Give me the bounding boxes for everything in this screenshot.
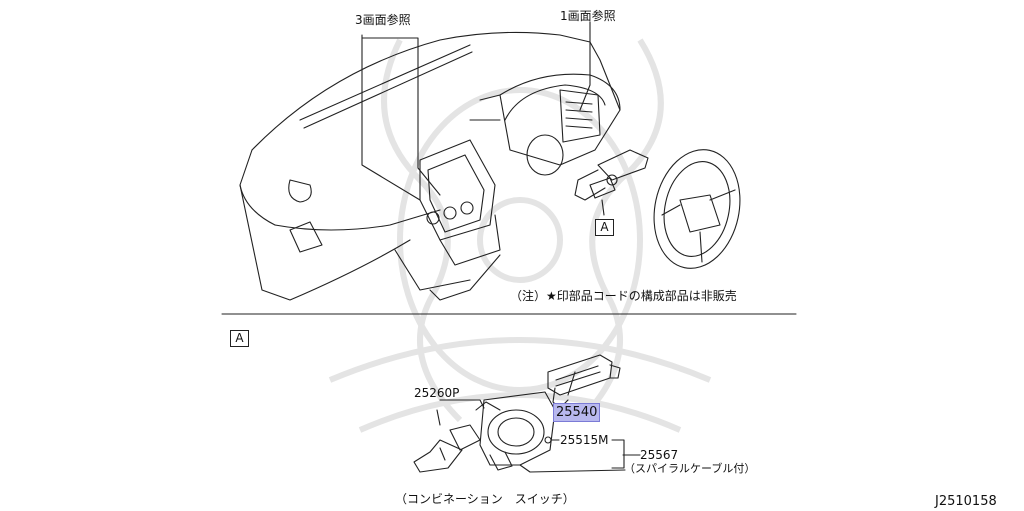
- watermark-emblem: [328, 38, 712, 433]
- callout-screen-1[interactable]: 1画面参照: [560, 9, 616, 23]
- part-25567-description: （スパイラルケーブル付）: [624, 462, 756, 475]
- assembly-caption: （コンビネーション スイッチ）: [395, 492, 575, 506]
- note-text: （注）★印部品コードの構成部品は非販売: [510, 289, 737, 303]
- view-a-marker-top[interactable]: A: [595, 219, 614, 236]
- part-number-25515M[interactable]: 25515M: [560, 433, 609, 447]
- part-number-25567[interactable]: 25567: [640, 448, 679, 462]
- dashboard-drawing: [239, 21, 741, 301]
- part-number-25260P[interactable]: 25260P: [414, 386, 460, 400]
- diagram-id: J2510158: [935, 494, 997, 509]
- part-number-25540-highlighted[interactable]: 25540: [553, 403, 601, 422]
- view-a-section-marker: A: [230, 330, 249, 347]
- combination-switch-drawing: [413, 354, 641, 473]
- callout-screen-3[interactable]: 3画面参照: [355, 13, 411, 27]
